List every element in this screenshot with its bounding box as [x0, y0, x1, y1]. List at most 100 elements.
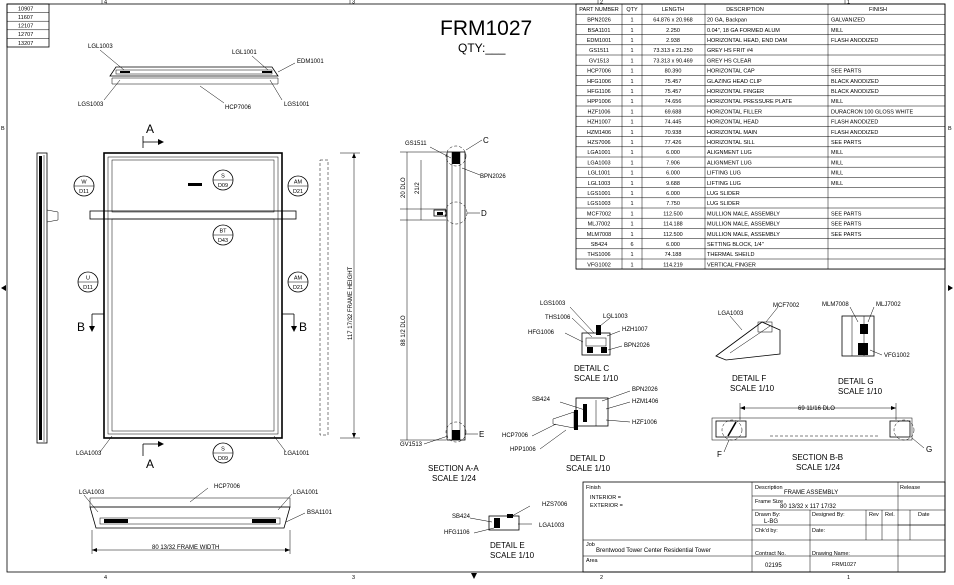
- parts-table-cell: 7.750: [666, 201, 680, 207]
- part-label: MLM7008: [822, 302, 849, 308]
- parts-table-cell: HFG1006: [587, 79, 611, 85]
- parts-table-cell: SB424: [591, 242, 608, 248]
- parts-table-cell: 1: [630, 99, 633, 105]
- parts-table-cell: 1: [630, 232, 633, 238]
- detail-scale: SCALE 1/10: [838, 387, 883, 396]
- parts-table-cell: HORIZONTAL HEAD: [707, 120, 759, 126]
- parts-table-cell: 1: [630, 69, 633, 75]
- part-label: HZS7006: [542, 502, 568, 508]
- description-value: FRAME ASSEMBLY: [784, 490, 838, 496]
- parts-table-cell: 6.000: [666, 191, 680, 197]
- parts-table-cell: SEE PARTS: [831, 211, 862, 217]
- section-b-label: B: [299, 320, 307, 334]
- date-field-label: Date:: [812, 528, 826, 534]
- parts-table-cell: SEE PARTS: [831, 140, 862, 146]
- zone-mark-top: 2: [600, 0, 603, 6]
- bubble-letter: AM: [294, 276, 303, 282]
- contract-value: 02195: [765, 563, 782, 569]
- parts-table-cell: HORIZONTAL CAP: [707, 69, 755, 75]
- parts-table-cell: BLACK ANODIZED: [831, 89, 879, 95]
- parts-table-cell: LIFTING LUG: [707, 181, 741, 187]
- callout-e: E: [479, 430, 484, 439]
- parts-table-cell: MILL: [831, 99, 843, 105]
- bubble-sheet: D11: [83, 285, 93, 291]
- parts-table-cell: MILL: [831, 28, 843, 34]
- callout-c: C: [483, 136, 489, 145]
- parts-table-cell: 73.313 x 21.250: [653, 48, 692, 54]
- parts-table-header: FINISH: [869, 7, 887, 13]
- center-mark-bottom: [471, 573, 477, 579]
- part-label: HZM1406: [632, 399, 659, 405]
- drawing-name-value: FRM1027: [832, 562, 856, 568]
- parts-table-cell: 1: [630, 79, 633, 85]
- frame-height-dim: 117 17/32 FRAME HEIGHT: [348, 266, 354, 340]
- parts-table-cell: HZF1006: [588, 109, 611, 115]
- center-mark-right: [948, 285, 953, 291]
- parts-table-cell: 74.445: [665, 120, 682, 126]
- designed-by-label: Designed By:: [812, 512, 845, 518]
- part-label: BPN2026: [632, 387, 658, 393]
- dlo-dim: 69 11/16 DLO: [798, 406, 835, 412]
- frame-size-value: 80 13/32 x 117 17/32: [780, 504, 837, 510]
- bubble-letter: BT: [219, 229, 227, 235]
- parts-table-cell: SEE PARTS: [831, 69, 862, 75]
- section-scale: SCALE 1/24: [796, 463, 841, 472]
- parts-table-cell: LGA1001: [587, 150, 610, 156]
- bubble-letter: S: [221, 447, 225, 453]
- parts-table-cell: HORIZONTAL MAIN: [707, 130, 757, 136]
- parts-table-cell: BSA1101: [588, 28, 611, 34]
- zone-mark-top: 4: [104, 0, 107, 6]
- parts-table-cell: 1: [630, 191, 633, 197]
- description-label: Description: [755, 485, 783, 491]
- callout-g: G: [926, 445, 932, 454]
- parts-table-cell: 69.688: [665, 109, 682, 115]
- parts-table-cell: 2.250: [666, 28, 680, 34]
- part-label: LGA1003: [79, 490, 105, 496]
- callout-f: F: [717, 450, 722, 459]
- parts-table-cell: VERTICAL FINGER: [707, 262, 756, 268]
- parts-table-cell: MLJ7002: [588, 222, 611, 228]
- parts-table-header: LENGTH: [662, 7, 684, 13]
- parts-table-cell: 1: [630, 18, 633, 24]
- part-label: EDM1001: [297, 59, 324, 65]
- parts-table-cell: 6.000: [666, 242, 680, 248]
- finish-exterior: EXTERIOR =: [590, 503, 623, 509]
- parts-table-cell: EDM1001: [587, 38, 611, 44]
- parts-table-cell: MLM7008: [587, 232, 611, 238]
- zone-mark-left: B: [1, 126, 5, 132]
- job-label: Job: [586, 542, 595, 548]
- parts-table-cell: LIFTING LUG: [707, 171, 741, 177]
- frame-width-dim: 80 13/32 FRAME WIDTH: [152, 545, 219, 551]
- parts-table-cell: MILL: [831, 181, 843, 187]
- parts-table-cell: THERMAL SHEILD: [707, 252, 755, 258]
- parts-table-cell: GV1513: [589, 58, 609, 64]
- part-label: MLJ7002: [876, 302, 901, 308]
- part-label: SB424: [452, 514, 471, 520]
- finish-interior: INTERIOR =: [590, 495, 621, 501]
- part-label: HCP7006: [214, 484, 241, 490]
- parts-table-cell: LGS1003: [587, 201, 610, 207]
- left-side-view: [36, 152, 59, 444]
- parts-table-cell: VFG1002: [587, 262, 611, 268]
- bubble-sheet: D43: [218, 238, 228, 244]
- drawing-name-label: Drawing Name:: [812, 551, 850, 557]
- zone-mark-bottom: 3: [352, 575, 355, 580]
- parts-table-cell: 75.457: [665, 89, 682, 95]
- rel-label: Rel.: [885, 512, 895, 518]
- parts-table-cell: HZM1406: [587, 130, 611, 136]
- parts-table-cell: ALIGNMENT LUG: [707, 160, 752, 166]
- rev-label: Rev: [869, 512, 879, 518]
